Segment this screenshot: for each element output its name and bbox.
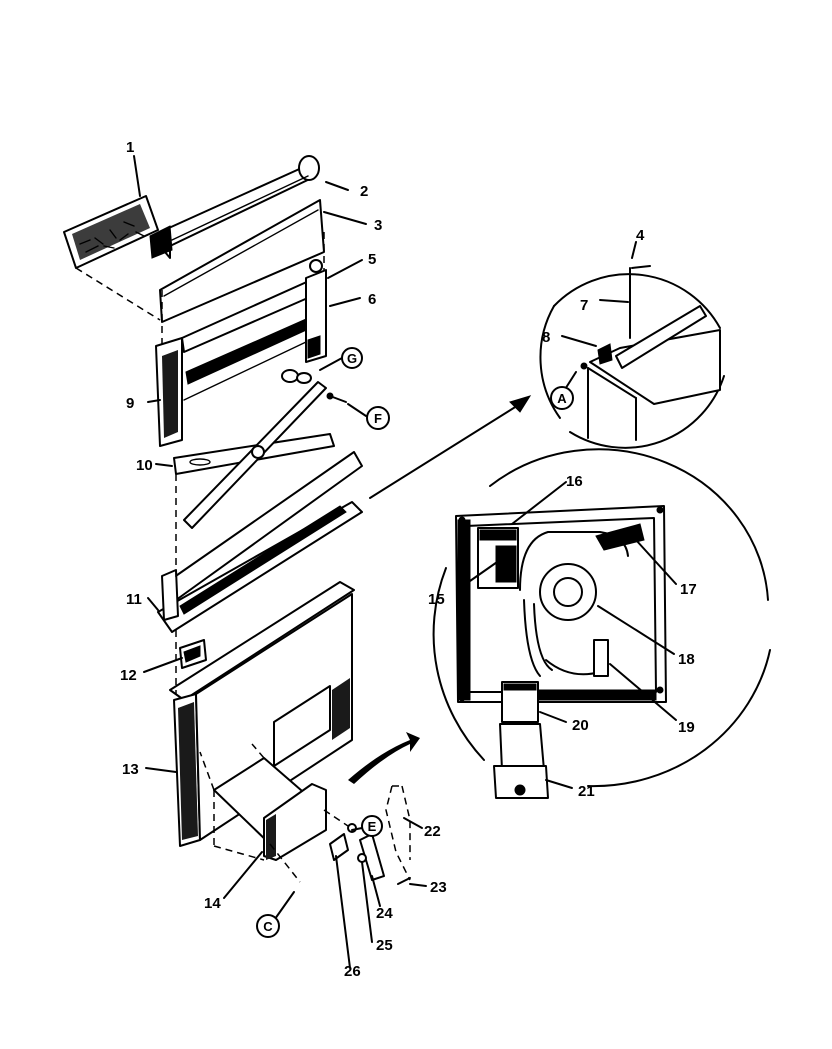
marker-e-text: E xyxy=(368,819,377,834)
marker-c-text: C xyxy=(263,919,273,934)
label-23: 23 xyxy=(430,879,447,896)
label-22: 22 xyxy=(424,823,441,840)
label-25: 25 xyxy=(376,937,393,954)
label-6: 6 xyxy=(368,291,376,308)
label-19: 19 xyxy=(678,719,695,736)
label-20: 20 xyxy=(572,717,589,734)
label-7: 7 xyxy=(580,297,588,314)
label-13: 13 xyxy=(122,761,139,778)
marker-e: E xyxy=(361,815,383,837)
detail-view-control-box xyxy=(432,448,771,799)
marker-a: A xyxy=(550,386,574,410)
label-24: 24 xyxy=(376,905,393,922)
part-top-panel xyxy=(159,199,325,323)
label-3: 3 xyxy=(374,217,382,234)
part-grille xyxy=(63,195,159,269)
label-10: 10 xyxy=(136,457,153,474)
part-bracket-hardware xyxy=(329,785,411,885)
part-link-bar xyxy=(173,381,335,529)
label-2: 2 xyxy=(360,183,368,200)
part-lower-panel xyxy=(157,451,363,633)
marker-c: C xyxy=(256,914,280,938)
marker-g-text: G xyxy=(347,351,357,366)
reference-markers: A C E F G xyxy=(256,347,574,938)
marker-g: G xyxy=(341,347,363,369)
marker-a-text: A xyxy=(557,391,567,406)
part-clip xyxy=(179,639,207,669)
label-1: 1 xyxy=(126,139,134,156)
label-9: 9 xyxy=(126,395,134,412)
exploded-guide-lines xyxy=(75,232,349,883)
label-18: 18 xyxy=(678,651,695,668)
marker-f-text: F xyxy=(374,411,382,426)
label-8: 8 xyxy=(542,329,550,346)
label-11: 11 xyxy=(126,591,142,608)
label-26: 26 xyxy=(344,963,361,980)
part-frame xyxy=(155,269,327,447)
detail-view-corner xyxy=(539,265,725,449)
part-labels: 1 2 3 4 5 6 7 8 9 10 11 12 13 14 15 16 1… xyxy=(120,139,697,980)
label-21: 21 xyxy=(578,783,595,800)
label-12: 12 xyxy=(120,667,137,684)
label-5: 5 xyxy=(368,251,376,268)
part-top-rail xyxy=(149,155,320,259)
label-14: 14 xyxy=(204,895,221,912)
part-fittings xyxy=(281,369,347,403)
label-17: 17 xyxy=(680,581,697,598)
marker-f: F xyxy=(366,406,390,430)
leader-lines xyxy=(133,155,677,969)
label-16: 16 xyxy=(566,473,583,490)
label-4: 4 xyxy=(636,227,645,244)
detail-arrows xyxy=(348,395,532,784)
label-15: 15 xyxy=(428,591,445,608)
